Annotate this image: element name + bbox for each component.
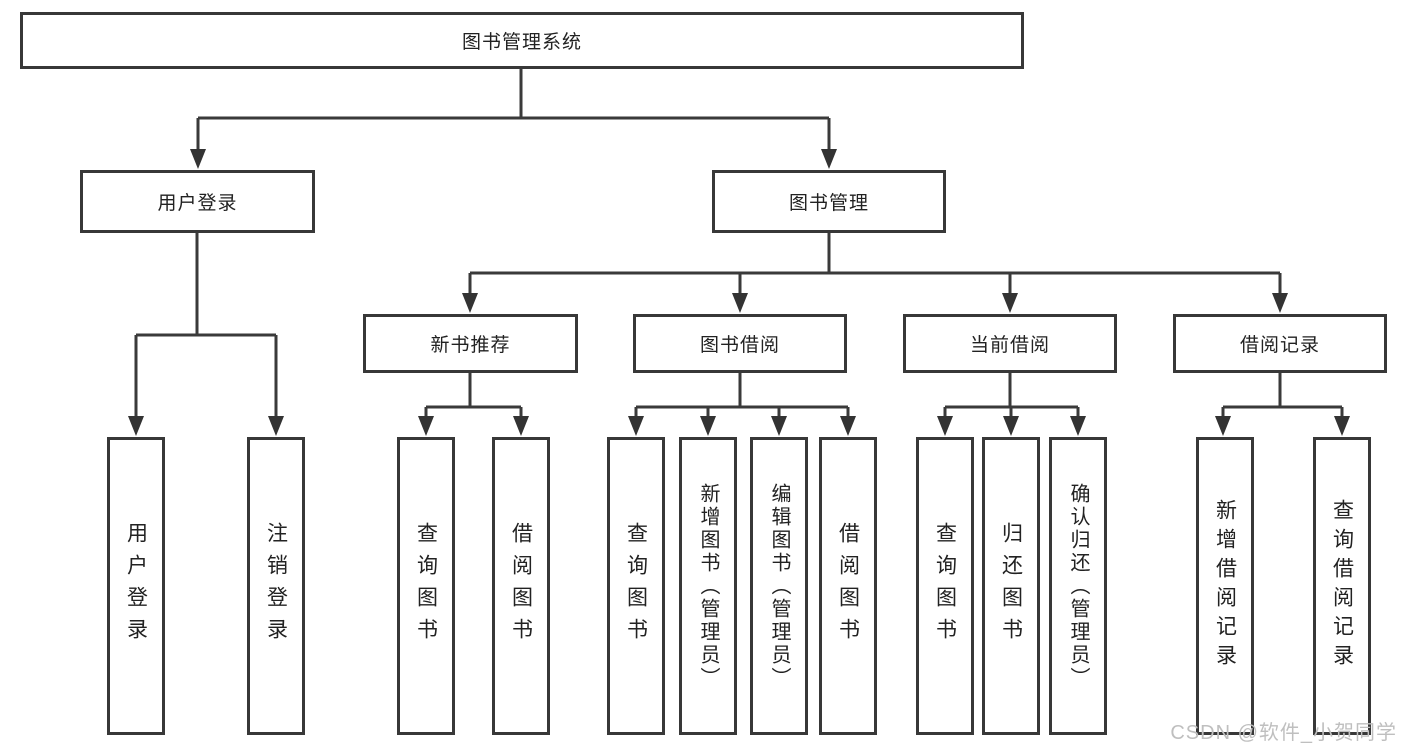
node-root: 图书管理系统	[20, 12, 1024, 69]
node-new-book-recommend: 新书推荐	[363, 314, 578, 373]
arrowhead-icons	[128, 149, 1350, 436]
node-leaf-query-books-cur: 查询图书	[916, 437, 974, 735]
watermark: CSDN @软件_小贺同学	[1170, 722, 1397, 744]
node-leaf-borrow-books-rec: 借阅图书	[492, 437, 550, 735]
node-book-mgmt: 图书管理	[712, 170, 946, 233]
node-leaf-add-borrow-record: 新增借阅记录	[1196, 437, 1254, 735]
node-leaf-borrow-books: 借阅图书	[819, 437, 877, 735]
node-user-login: 用户登录	[80, 170, 315, 233]
node-leaf-query-books-bor: 查询图书	[607, 437, 665, 735]
node-leaf-add-books: 新增图书（管理员）	[679, 437, 737, 735]
node-book-borrow: 图书借阅	[633, 314, 847, 373]
node-borrow-records: 借阅记录	[1173, 314, 1387, 373]
node-leaf-query-books-rec: 查询图书	[397, 437, 455, 735]
node-leaf-query-borrow-record: 查询借阅记录	[1313, 437, 1371, 735]
node-leaf-user-login: 用户登录	[107, 437, 165, 735]
node-current-borrow: 当前借阅	[903, 314, 1117, 373]
node-leaf-logout: 注销登录	[247, 437, 305, 735]
node-leaf-return-books: 归还图书	[982, 437, 1040, 735]
node-leaf-edit-books: 编辑图书（管理员）	[750, 437, 808, 735]
node-leaf-confirm-return: 确认归还（管理员）	[1049, 437, 1107, 735]
